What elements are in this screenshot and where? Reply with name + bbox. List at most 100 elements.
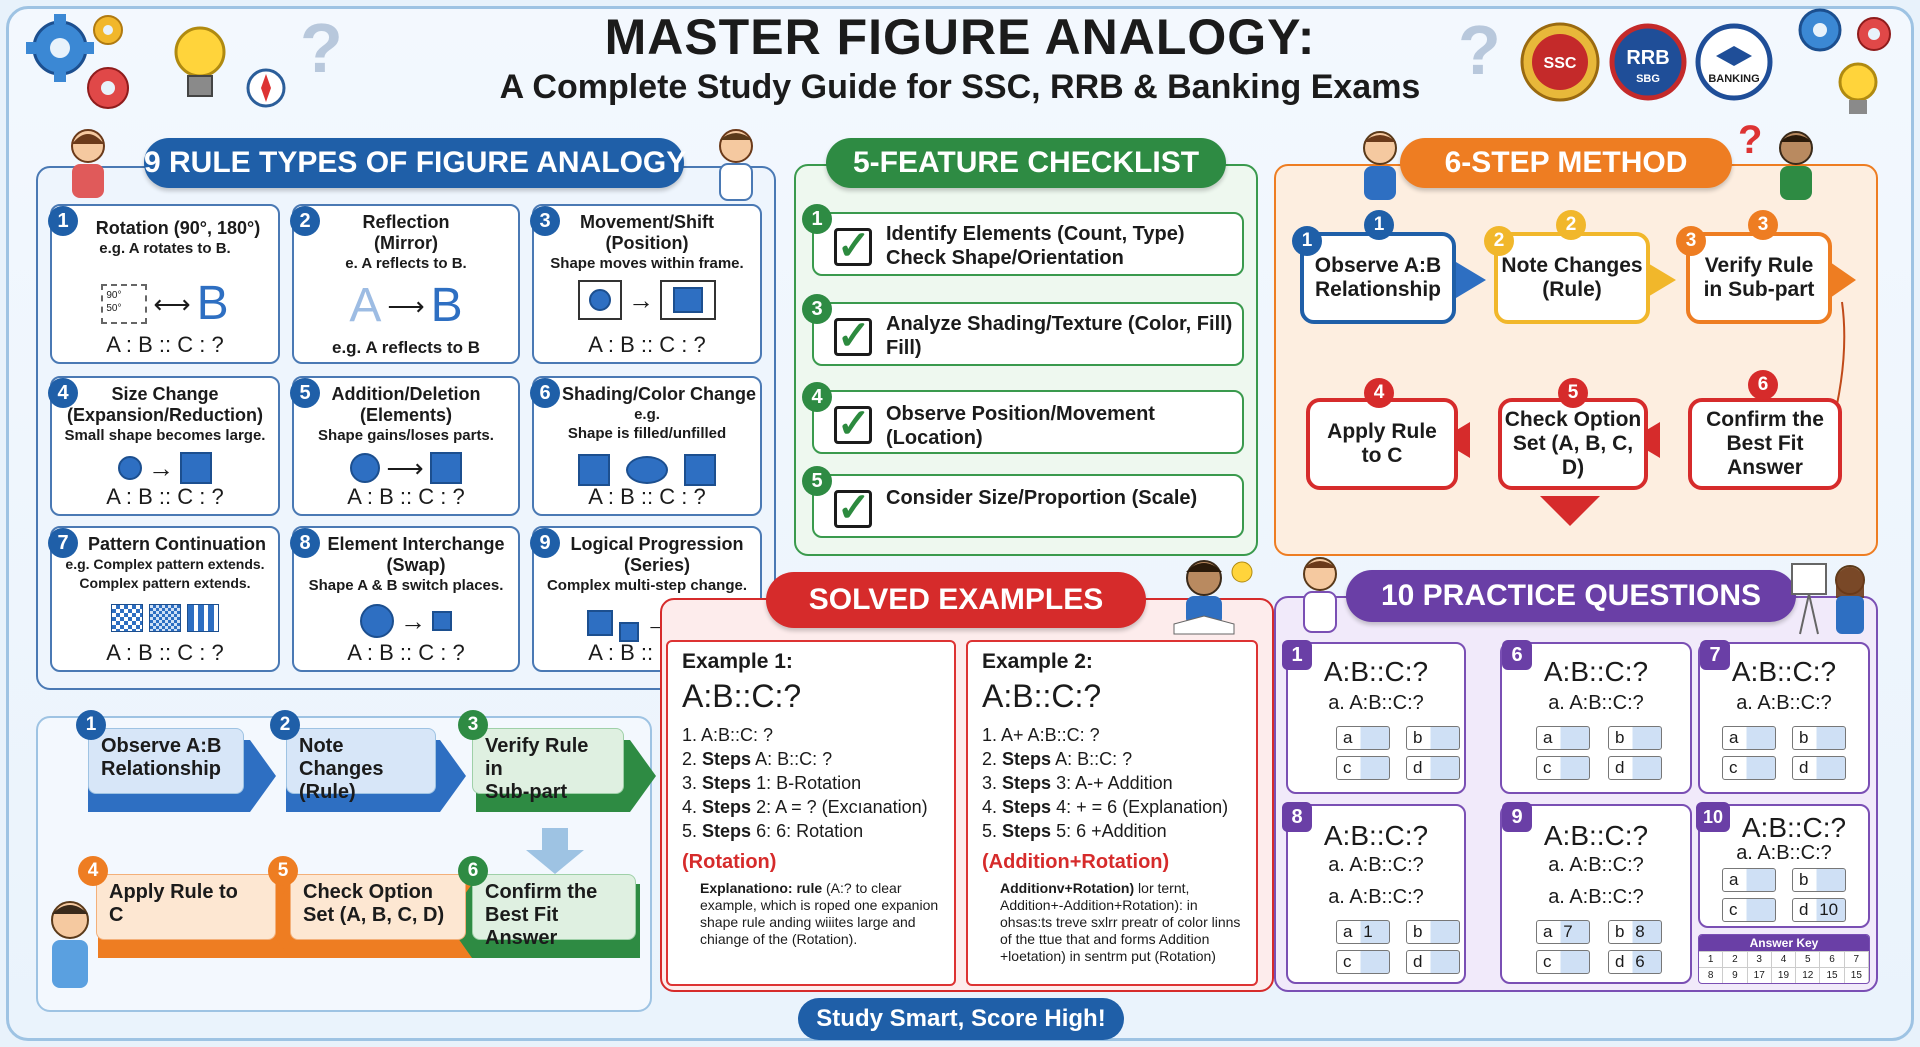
degree-label: 50°	[106, 302, 122, 314]
answer-key-cell: 17	[1747, 967, 1772, 983]
lightbulb-icon	[1838, 62, 1878, 114]
teacher-board-icon	[1791, 563, 1865, 635]
rule-analogy: A : B :: C : ?	[347, 484, 465, 509]
example-line: 3. Steps 1: B-Rotation	[682, 773, 862, 793]
rule-title: Addition/Deletion (Elements)	[331, 384, 481, 425]
practice-question: A:B::C:?	[1543, 820, 1649, 851]
banking-badge-text: BANKING	[1708, 73, 1759, 85]
rule-figure: A ⟶ B	[294, 278, 518, 333]
degree-label: 90°	[106, 289, 122, 301]
rule-number-badge: 1	[48, 206, 78, 236]
method-step-number: 2	[1556, 210, 1586, 240]
practice-number: 7	[1700, 640, 1730, 670]
example-line: 5. Steps 6: 6: Rotation	[682, 821, 864, 841]
option-c[interactable]: c	[1536, 756, 1590, 780]
ssc-badge-icon: SSC	[1520, 22, 1600, 102]
banking-badge-icon: BANKING	[1695, 23, 1773, 101]
option-a[interactable]: a 7	[1536, 920, 1590, 944]
option-a[interactable]: a	[1722, 868, 1776, 892]
method-step-number: 2	[1484, 226, 1514, 256]
option-a[interactable]: a	[1336, 726, 1390, 750]
option-b[interactable]: b	[1792, 868, 1846, 892]
example-question: A:B::C:?	[682, 678, 802, 714]
arrow-icon: →	[148, 453, 174, 483]
gear-icon	[1798, 8, 1891, 52]
page-title: MASTER FIGURE ANALOGY:	[604, 9, 1316, 65]
practice-question: A:B::C:?	[1543, 656, 1649, 687]
practice-number: 9	[1502, 802, 1532, 832]
rule-number-badge: 3	[530, 206, 560, 236]
checklist-number: 1	[802, 204, 832, 234]
practice-question-card[interactable]: A:B::C:? a. A:B::C:? a. A:B::C:? a 7 b 8…	[1500, 804, 1692, 984]
checklist-text: Observe Position/Movement (Location)	[886, 403, 1155, 449]
option-d[interactable]: d 10	[1792, 898, 1846, 922]
rule-card-pattern: Pattern Continuation e.g. Complex patter…	[50, 526, 280, 672]
rule-title: Size Change (Expansion/Reduction)	[66, 384, 263, 425]
option-b[interactable]: b 8	[1608, 920, 1662, 944]
practice-sub: a. A:B::C:?	[1736, 842, 1832, 864]
flow-step-3: Verify Rule in Sub-part	[472, 728, 624, 803]
example-rule: (Rotation)	[682, 851, 777, 873]
option-d[interactable]: d	[1792, 756, 1846, 780]
checklist-number: 4	[802, 382, 832, 412]
option-d[interactable]: d	[1406, 950, 1460, 974]
rule-analogy: A : B :: C : ?	[106, 640, 224, 665]
ssc-badge-text: SSC	[1544, 55, 1577, 72]
option-c[interactable]: c	[1336, 756, 1390, 780]
option-d[interactable]: d	[1608, 756, 1662, 780]
option-a[interactable]: a	[1536, 726, 1590, 750]
option-b[interactable]: b	[1608, 726, 1662, 750]
rrb-badge-text: RRB	[1626, 47, 1669, 69]
rule-analogy: A : B :: C : ?	[588, 332, 706, 357]
rule-number-badge: 8	[290, 528, 320, 558]
student-reading-icon	[1173, 560, 1253, 635]
flow-step-number: 1	[76, 710, 106, 740]
option-b[interactable]: b	[1406, 726, 1460, 750]
method-step-1: Observe A:B Relationship	[1300, 232, 1456, 324]
example-line: 4. Steps 4: + = 6 (Explanation)	[982, 797, 1229, 817]
practice-question-card[interactable]: A:B::C:? a. A:B::C:? a b c d	[1500, 642, 1692, 794]
rule-card-interchange: Element Interchange (Swap) Shape A & B s…	[292, 526, 520, 672]
option-a[interactable]: a 1	[1336, 920, 1390, 944]
example-card: Example 2: A:B::C:? 1. A+ A:B::C: ? 2. S…	[966, 640, 1258, 986]
rule-card-size: Size Change (Expansion/Reduction) Small …	[50, 376, 280, 516]
arrow-icon: →	[400, 606, 426, 636]
option-b[interactable]: b	[1406, 920, 1460, 944]
example-explanation: Explanationo: rule (A:? to clear example…	[700, 880, 939, 947]
method-step-number: 3	[1676, 226, 1706, 256]
practice-question-card[interactable]: A:B::C:? a. A:B::C:? a b c d	[1286, 642, 1466, 794]
rule-number-badge: 7	[48, 528, 78, 558]
answer-key-cell: 4	[1771, 951, 1797, 967]
option-a[interactable]: a	[1722, 726, 1776, 750]
rule-glyph: A	[349, 279, 382, 332]
option-d[interactable]: d 6	[1608, 950, 1662, 974]
footer-banner: Study Smart, Score High!	[798, 998, 1124, 1040]
checkmark-icon: ✓	[834, 404, 872, 444]
method-step-number: 1	[1292, 226, 1322, 256]
rule-title: Rotation (90°, 180°)	[95, 218, 261, 238]
student-boy-icon	[1779, 131, 1813, 200]
example-line: 2. Steps A: B::C: ?	[982, 749, 1133, 769]
rule-card-movement: Movement/Shift (Position) Shape moves wi…	[532, 204, 762, 364]
checklist-item: ✓ Observe Position/Movement (Location)	[812, 390, 1244, 454]
example-question: A:B::C:?	[982, 678, 1102, 714]
rule-figure: →	[294, 604, 518, 638]
example-rule: (Addition+Rotation)	[982, 851, 1170, 873]
answer-key-cell: 12	[1796, 967, 1821, 983]
flow-step-number: 4	[78, 856, 108, 886]
option-c[interactable]: c	[1336, 950, 1390, 974]
flow-step-number: 6	[458, 856, 488, 886]
rule-figure: →	[534, 280, 760, 320]
option-c[interactable]: c	[1536, 950, 1590, 974]
rule-title: Pattern Continuation	[88, 534, 266, 554]
practice-question-card[interactable]: A:B::C:? a. A:B::C:? a. A:B::C:? a 1 b c…	[1286, 804, 1466, 984]
option-c[interactable]: c	[1722, 898, 1776, 922]
flow-step-number: 5	[268, 856, 298, 886]
arrow-icon: ⟷	[153, 288, 191, 319]
checklist-text: Analyze Shading/Texture (Color, Fill) Fi…	[886, 313, 1233, 359]
example-line: 5. Steps 5: 6 +Addition	[982, 821, 1167, 841]
option-b[interactable]: b	[1792, 726, 1846, 750]
option-c[interactable]: c	[1722, 756, 1776, 780]
student-boy-icon	[51, 901, 89, 988]
option-d[interactable]: d	[1406, 756, 1460, 780]
